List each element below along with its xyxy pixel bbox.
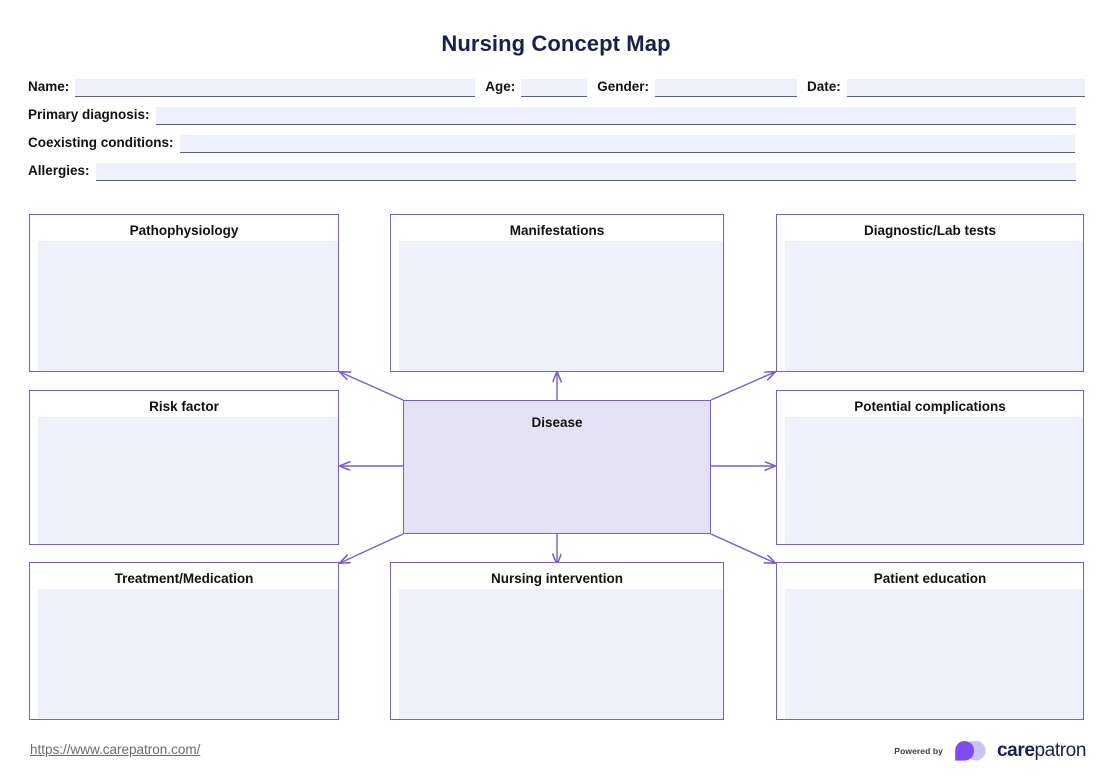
coexisting-conditions-label: Coexisting conditions: (28, 135, 174, 150)
form-row-coexisting-conditions: Coexisting conditions: (28, 131, 1075, 153)
node-patient-education-input[interactable] (785, 589, 1083, 719)
node-manifestations[interactable]: Manifestations (390, 214, 724, 372)
node-diagnostic-lab-tests[interactable]: Diagnostic/Lab tests (776, 214, 1084, 372)
primary-diagnosis-input[interactable] (155, 107, 1076, 125)
date-label: Date: (807, 79, 841, 94)
allergies-input[interactable] (95, 163, 1076, 181)
form-row-allergies: Allergies: (28, 159, 1076, 181)
brand-bold-text: care (997, 740, 1035, 761)
brand-light-text: patron (1034, 740, 1087, 761)
node-patient-education-label: Patient education (873, 571, 987, 586)
carepatron-wordmark: carepatron (997, 740, 1086, 762)
node-disease-label: Disease (531, 415, 583, 430)
name-input[interactable] (75, 79, 476, 97)
node-treatment-medication[interactable]: Treatment/Medication (29, 562, 339, 720)
age-input[interactable] (521, 79, 588, 97)
node-nursing-intervention-input[interactable] (399, 589, 723, 719)
node-treatment-medication-label: Treatment/Medication (114, 571, 254, 586)
coexisting-conditions-input[interactable] (179, 135, 1075, 153)
node-risk-factor-input[interactable] (38, 417, 338, 544)
primary-diagnosis-label: Primary diagnosis: (28, 107, 150, 122)
date-input[interactable] (846, 79, 1085, 97)
node-manifestations-label: Manifestations (509, 223, 605, 238)
carepatron-logo-icon (950, 739, 990, 763)
node-potential-complications[interactable]: Potential complications (776, 390, 1084, 545)
node-pathophysiology-label: Pathophysiology (129, 223, 239, 238)
node-risk-factor[interactable]: Risk factor (29, 390, 339, 545)
node-potential-complications-input[interactable] (785, 417, 1083, 544)
node-disease[interactable]: Disease (403, 400, 711, 534)
node-nursing-intervention-label: Nursing intervention (490, 571, 623, 586)
node-nursing-intervention[interactable]: Nursing intervention (390, 562, 724, 720)
carepatron-url-link[interactable]: https://www.carepatron.com/ (30, 742, 201, 757)
node-pathophysiology[interactable]: Pathophysiology (29, 214, 339, 372)
carepatron-branding: Powered by carepatron (894, 739, 1086, 763)
node-potential-complications-label: Potential complications (854, 399, 1006, 414)
form-row-identity: Name: Age: Gender: Date: (28, 75, 1085, 97)
allergies-label: Allergies: (28, 163, 90, 178)
gender-input[interactable] (655, 79, 798, 97)
node-diagnostic-lab-tests-input[interactable] (785, 241, 1083, 371)
gender-label: Gender: (597, 79, 650, 94)
node-pathophysiology-input[interactable] (38, 241, 338, 371)
node-patient-education[interactable]: Patient education (776, 562, 1084, 720)
node-manifestations-input[interactable] (399, 241, 723, 371)
form-row-primary-diagnosis: Primary diagnosis: (28, 103, 1076, 125)
node-treatment-medication-input[interactable] (38, 589, 338, 719)
powered-by-label: Powered by (894, 746, 944, 756)
age-label: Age: (485, 79, 516, 94)
page-title: Nursing Concept Map (441, 31, 671, 56)
name-label: Name: (28, 79, 70, 94)
node-risk-factor-label: Risk factor (149, 399, 219, 414)
node-diagnostic-lab-tests-label: Diagnostic/Lab tests (863, 223, 997, 238)
